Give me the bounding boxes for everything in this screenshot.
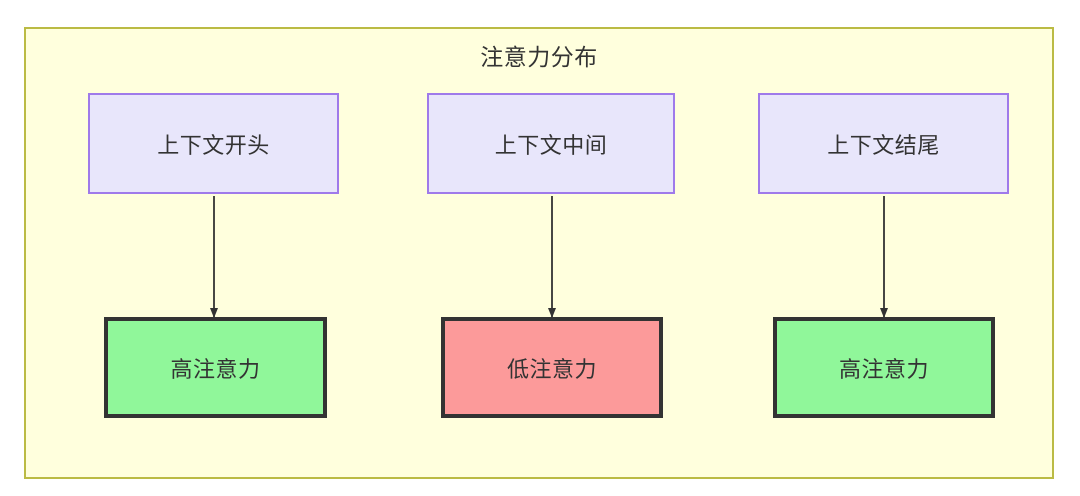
node-attention-high-end[interactable]: 高注意力 [773, 317, 995, 418]
node-context-middle-label: 上下文中间 [494, 132, 608, 158]
subgraph-attention-distribution: 注意力分布 上下文开头 上下文中间 上下文结尾 高注意力 低 [24, 27, 1054, 479]
node-context-start[interactable]: 上下文开头 [88, 93, 339, 194]
node-context-end-label: 上下文结尾 [827, 132, 940, 158]
node-context-middle[interactable]: 上下文中间 [427, 93, 675, 194]
node-attention-high-start-label: 高注意力 [170, 356, 261, 382]
node-context-end[interactable]: 上下文结尾 [758, 93, 1009, 194]
node-attention-high-end-label: 高注意力 [838, 356, 929, 382]
node-context-start-label: 上下文开头 [157, 132, 270, 158]
node-attention-low-middle[interactable]: 低注意力 [441, 317, 663, 418]
subgraph-title: 注意力分布 [480, 44, 598, 70]
node-attention-high-start[interactable]: 高注意力 [104, 317, 327, 418]
node-attention-low-middle-label: 低注意力 [506, 356, 597, 382]
